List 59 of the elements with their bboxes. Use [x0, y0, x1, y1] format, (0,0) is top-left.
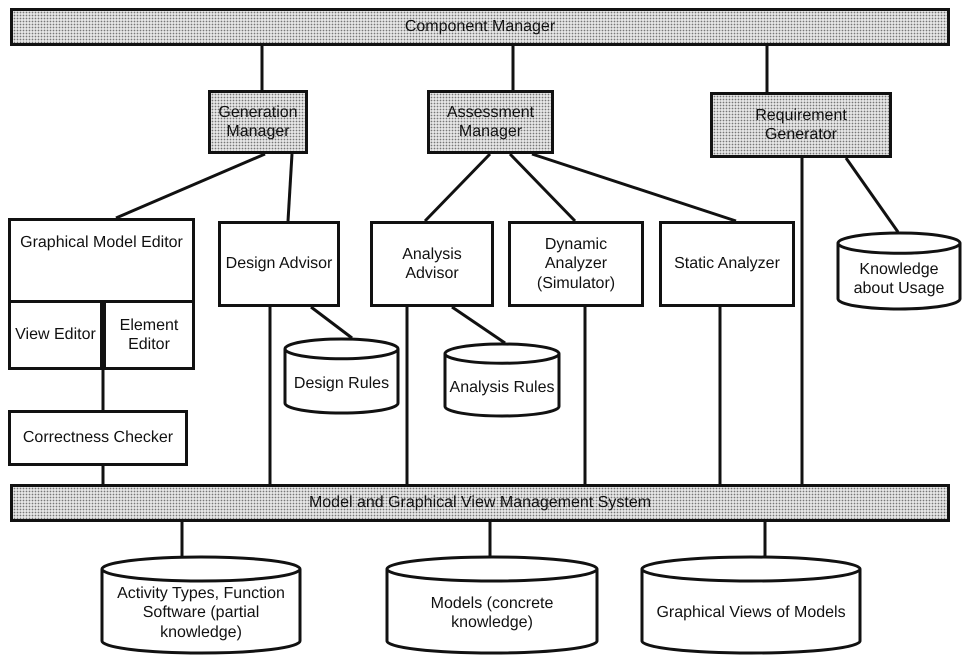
connector-line [532, 152, 736, 222]
connector-line [800, 158, 804, 484]
database-cylinder [385, 556, 599, 654]
connector-line [260, 46, 264, 90]
editor-box [103, 300, 195, 370]
editor-box [8, 300, 103, 370]
connector-line [512, 46, 514, 90]
connector-line [718, 307, 722, 484]
node-label: Correctness Checker [22, 428, 174, 448]
connector-line [286, 154, 294, 222]
connector-line [488, 522, 492, 556]
connector-line [310, 306, 353, 340]
node-label: Design Rules [294, 374, 390, 394]
connector-line [424, 152, 492, 222]
database-cylinder [836, 232, 962, 310]
connector-line [180, 522, 184, 556]
connector-line [268, 307, 272, 484]
node-label: Models (concrete knowledge) [430, 594, 554, 632]
node-label: Dynamic Analyzer (Simulator) [536, 235, 616, 293]
connector-line [508, 152, 576, 222]
database-cylinder [283, 338, 400, 414]
component-box [508, 221, 644, 307]
connector-line [764, 522, 766, 556]
component-box [8, 410, 188, 466]
connector-line [766, 46, 768, 92]
component-box [218, 221, 340, 307]
manager-box [710, 92, 892, 158]
node-label: Knowledge about Usage [852, 260, 946, 298]
node-label: Graphical Model Editor [20, 233, 183, 252]
node-label: Generation Manager [217, 102, 299, 142]
node-label: View Editor [15, 325, 96, 345]
manager-box [427, 90, 554, 154]
node-label: Design Advisor [226, 254, 332, 274]
node-label: Assessment Manager [446, 102, 536, 142]
connector-line [102, 370, 104, 410]
node-label: Element Editor [118, 316, 180, 354]
system-band [10, 484, 950, 522]
database-cylinder [640, 556, 862, 654]
database-cylinder [100, 556, 302, 654]
component-box [370, 221, 494, 307]
system-band [10, 8, 950, 46]
node-label: Requirement Generator [754, 106, 848, 144]
connector-line [584, 307, 586, 484]
component-box [659, 221, 795, 307]
manager-box [208, 90, 308, 154]
editor-box [8, 218, 195, 370]
connector-line [102, 466, 104, 484]
node-label: Graphical Views of Models [656, 603, 846, 623]
node-label: Analysis Rules [450, 378, 554, 398]
connector-line [115, 152, 266, 220]
connector-line [451, 306, 506, 344]
database-cylinder [443, 343, 561, 417]
node-label: Activity Types, Function Software (partial knowledge) [116, 584, 286, 642]
node-label: Static Analyzer [674, 254, 780, 274]
node-label: Component Manager [404, 17, 556, 37]
connector-line [844, 157, 900, 233]
node-label: Model and Graphical View Management System [308, 493, 652, 513]
connector-line [406, 307, 408, 484]
node-label: Analysis Advisor [401, 244, 463, 284]
